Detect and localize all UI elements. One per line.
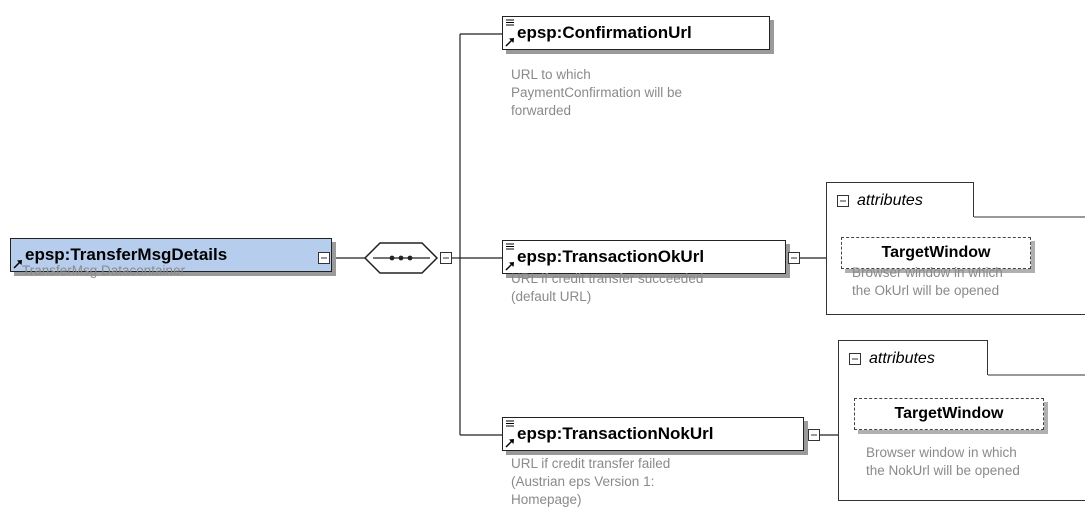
desc-line: forwarded [511,103,572,118]
child-element-box[interactable]: epsp:ConfirmationUrl [502,16,770,50]
child-element-box[interactable]: epsp:TransactionOkUrl [502,240,786,274]
desc-line: Browser window in which [852,265,1003,280]
collapse-icon[interactable] [849,352,861,365]
ref-arrow-icon [505,439,514,448]
collapse-icon[interactable] [440,252,452,264]
root-element-name: epsp:TransferMsgDetails [25,245,228,264]
desc-line: Homepage) [511,492,582,507]
desc-line: URL to which [511,67,591,82]
child-description: URL if credit transfer failed (Austrian … [511,455,670,509]
attribute-item[interactable]: TargetWindow [854,398,1044,430]
desc-line: Browser window in which [866,445,1017,460]
desc-line: URL if credit transfer succeeded [511,271,704,286]
attribute-description: Browser window in which the NokUrl will … [866,444,1020,480]
attributes-header[interactable]: attributes [826,182,974,218]
attribute-item[interactable]: TargetWindow [841,237,1031,269]
child-element-name: epsp:TransactionOkUrl [517,247,705,266]
attributes-header[interactable]: attributes [838,340,988,376]
attributes-label: attributes [857,191,923,209]
element-doc-lines-icon [506,243,514,250]
element-doc-lines-icon [506,420,514,427]
sequence-compositor-icon [363,242,439,274]
root-element-box[interactable]: epsp:TransferMsgDetails [10,238,332,272]
attribute-description: Browser window in which the OkUrl will b… [852,264,1003,300]
child-element-name: epsp:ConfirmationUrl [517,23,692,42]
collapse-icon[interactable] [318,252,330,264]
child-description: URL to which PaymentConfirmation will be… [511,66,682,120]
child-description: URL if credit transfer succeeded (defaul… [511,270,703,306]
desc-line: (Austrian eps Version 1: [511,474,655,489]
ref-arrow-icon [505,262,514,271]
attributes-container [838,375,1085,501]
desc-line: the OkUrl will be opened [852,283,1000,298]
child-element-name: epsp:TransactionNokUrl [517,424,714,443]
desc-line: PaymentConfirmation will be [511,85,683,100]
collapse-icon[interactable] [808,429,820,441]
root-description: TransferMsg Datacontainer [22,263,186,278]
element-doc-lines-icon [506,19,514,26]
child-element-box[interactable]: epsp:TransactionNokUrl [502,417,804,451]
attributes-label: attributes [869,349,935,367]
desc-line: (default URL) [511,289,592,304]
ref-arrow-icon [505,38,514,47]
desc-line: URL if credit transfer failed [511,456,671,471]
collapse-icon[interactable] [788,252,800,264]
collapse-icon[interactable] [837,194,849,207]
ref-arrow-icon [13,260,22,269]
desc-line: the NokUrl will be opened [866,463,1020,478]
